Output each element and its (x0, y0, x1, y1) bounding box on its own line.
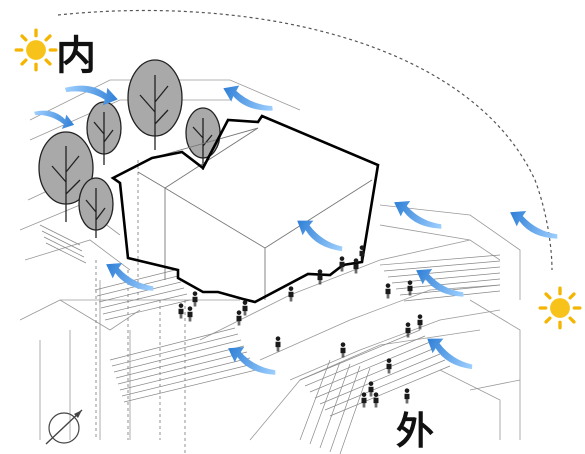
person-icon (193, 291, 198, 306)
person-icon (405, 388, 410, 403)
person-icon (386, 283, 391, 298)
stairs-lower-left (110, 328, 256, 402)
tree-icon (79, 178, 113, 238)
person-icon (340, 256, 345, 271)
sun-icon (540, 288, 580, 328)
person-icon (387, 358, 392, 373)
wind-arrow-icon (292, 214, 348, 257)
north-arrow-icon (46, 410, 82, 444)
person-icon (237, 310, 242, 325)
wind-arrow-icon (32, 107, 76, 132)
person-icon (362, 392, 367, 407)
label-outer: 外 (396, 412, 434, 450)
tree-icon (186, 108, 220, 170)
person-icon (188, 306, 193, 321)
person-icon (179, 303, 184, 318)
person-icon (289, 286, 294, 301)
wind-arrow-icon (220, 81, 277, 116)
wind-arrow-icon (422, 332, 478, 375)
building-outline (113, 116, 378, 302)
tree-icon (87, 102, 121, 165)
person-icon (374, 392, 379, 407)
stairs-left-upper (95, 270, 190, 320)
stairs-bottom-fan (300, 360, 370, 454)
person-icon (276, 336, 281, 351)
people-group (179, 245, 423, 407)
wind-arrow-icon (506, 205, 563, 244)
wind-arrow-icon (224, 341, 281, 380)
person-icon (354, 258, 359, 273)
person-icon (369, 381, 374, 396)
person-icon (341, 342, 346, 357)
stairs-left-edge (40, 225, 86, 263)
stairs-right (380, 255, 500, 301)
person-icon (243, 300, 248, 315)
person-icon (408, 280, 413, 295)
sun-icon (16, 30, 56, 70)
label-inner: 内 (56, 36, 96, 76)
tree-icon (128, 60, 182, 150)
